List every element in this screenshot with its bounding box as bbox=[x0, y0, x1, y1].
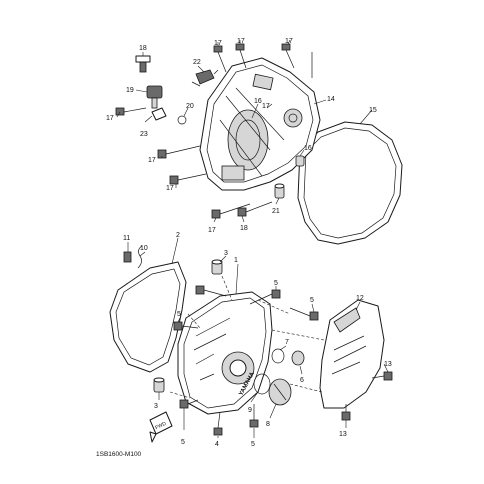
plug-6 bbox=[291, 350, 305, 366]
callout-number: 18 bbox=[240, 225, 248, 232]
o-ring-20 bbox=[177, 115, 187, 125]
filler-cap-23 bbox=[151, 107, 167, 121]
callout-number: 7 bbox=[285, 339, 289, 346]
callout-number: 11 bbox=[123, 235, 130, 242]
callout-number: 17 bbox=[166, 185, 174, 192]
callout-number: 14 bbox=[327, 96, 335, 103]
callout-number: 9 bbox=[248, 407, 252, 414]
lower-cover-rim bbox=[183, 297, 267, 409]
upper-cover-bore bbox=[227, 109, 269, 171]
outer-cover-12 bbox=[319, 299, 385, 409]
callout-number: 3 bbox=[224, 250, 228, 257]
callout-number: 17 bbox=[214, 40, 222, 47]
bolts-17 bbox=[115, 43, 295, 219]
upper-cover-pocket bbox=[252, 73, 274, 91]
upper-callouts: 18 22 17 17 17 19 16 14 15 17 20 23 17 1… bbox=[106, 38, 377, 234]
upper-cover-rim bbox=[206, 64, 314, 183]
breather-22 bbox=[195, 69, 215, 85]
upper-cover-boss bbox=[283, 108, 303, 128]
o-ring-9 bbox=[253, 373, 271, 395]
callout-number: 16 bbox=[254, 98, 262, 105]
alignment-dashes bbox=[169, 275, 325, 399]
callout-number: 6 bbox=[300, 377, 304, 384]
lower-gasket-inner bbox=[115, 268, 181, 366]
upper-cover-boss-hole bbox=[288, 113, 298, 123]
lower-leader-lines bbox=[127, 237, 389, 438]
o-ring-7 bbox=[271, 348, 285, 364]
callout-number: 13 bbox=[339, 431, 347, 438]
callout-number: 17 bbox=[148, 157, 156, 164]
callout-number: 1 bbox=[234, 257, 238, 264]
callout-number: 20 bbox=[186, 103, 194, 110]
filler-cap-19 bbox=[146, 85, 163, 99]
callout-number: 17 bbox=[237, 38, 245, 45]
lower-cover-fins bbox=[193, 317, 231, 381]
lower-gasket bbox=[109, 261, 187, 373]
lower-callouts: 11 2 10 3 1 5 5 12 5 7 6 3 9 13 8 5 4 5 … bbox=[123, 232, 392, 448]
callout-number: 18 bbox=[139, 45, 147, 52]
lower-crankcase-cover-group: YAMAHA bbox=[109, 237, 393, 443]
outer-cover-12-slots bbox=[331, 335, 367, 375]
dowel-3-top-cap bbox=[211, 259, 223, 265]
callout-number: 17 bbox=[106, 115, 114, 122]
callout-number: 21 bbox=[272, 208, 280, 215]
callout-number: 4 bbox=[215, 441, 219, 448]
upper-leader-lines bbox=[116, 39, 373, 223]
callout-number: 5 bbox=[274, 280, 278, 287]
callout-number: 3 bbox=[154, 403, 158, 410]
callout-number: 5 bbox=[251, 441, 255, 448]
plug-8-slot bbox=[273, 383, 287, 401]
filler-cap-19-stem bbox=[151, 97, 158, 109]
callout-number: 22 bbox=[193, 59, 201, 66]
figure-code: 1SB1600-M100 bbox=[96, 451, 142, 458]
callout-number: 13 bbox=[384, 361, 392, 368]
lower-cover-crank-hole bbox=[229, 359, 247, 377]
callout-number: 17 bbox=[262, 103, 270, 110]
callout-number: 15 bbox=[369, 107, 377, 114]
upper-cover-window bbox=[221, 165, 245, 181]
callout-number: 19 bbox=[126, 87, 134, 94]
callout-number: 5 bbox=[310, 297, 314, 304]
upper-gasket bbox=[297, 121, 403, 245]
front-direction-marker: FWD bbox=[149, 411, 173, 443]
dowel-3-bottom-cap bbox=[153, 377, 165, 383]
callout-number: 23 bbox=[140, 131, 148, 138]
callout-number: 17 bbox=[208, 227, 216, 234]
callout-number: 12 bbox=[356, 295, 364, 302]
upper-cover-rib bbox=[219, 87, 285, 177]
callout-number: 2 bbox=[176, 232, 180, 239]
front-marker-text: FWD bbox=[154, 421, 167, 432]
callout-number: 17 bbox=[285, 38, 293, 45]
outer-cover-12-face bbox=[333, 307, 361, 333]
callout-number: 8 bbox=[266, 421, 270, 428]
callout-number: 10 bbox=[140, 245, 148, 252]
dowel-21-top bbox=[274, 183, 285, 189]
bolt-18-top-head bbox=[135, 55, 151, 63]
dowel-16 bbox=[295, 155, 305, 167]
upper-gasket-inner bbox=[303, 127, 397, 239]
upper-cover-bore-inner bbox=[235, 119, 261, 161]
breather-22-clip bbox=[191, 69, 219, 87]
callout-number: 5 bbox=[177, 311, 181, 318]
upper-crankcase-cover-group bbox=[115, 39, 403, 245]
lower-cover-body bbox=[177, 291, 273, 415]
callout-number: 5 bbox=[181, 439, 185, 446]
callout-number: 16 bbox=[304, 145, 312, 152]
